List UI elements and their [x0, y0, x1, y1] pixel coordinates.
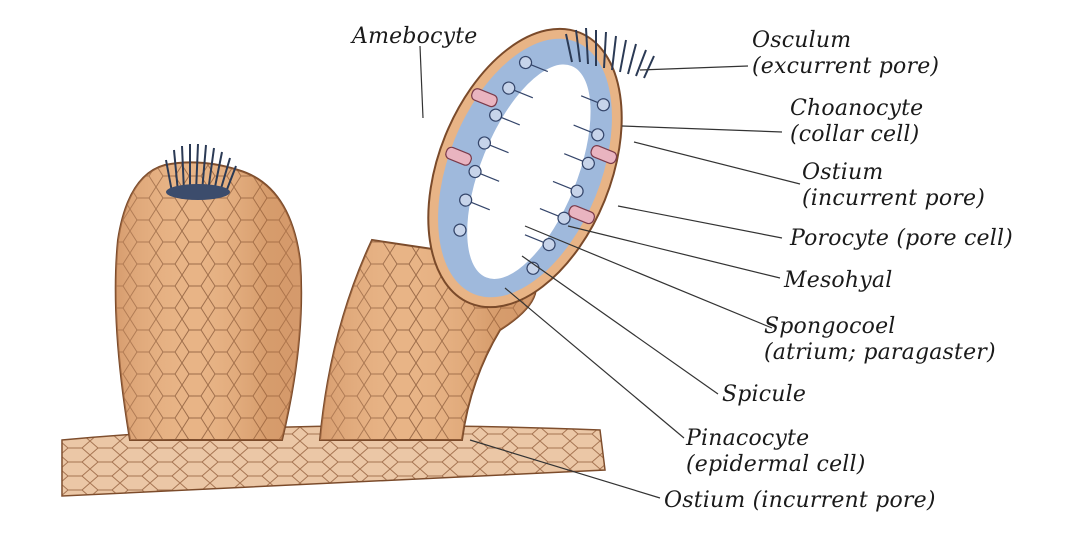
label-osculum-sub: (excurrent pore): [752, 54, 939, 80]
label-choanocyte-sub: (collar cell): [790, 122, 923, 148]
label-spongocoel-sub: (atrium; paragaster): [764, 340, 996, 366]
label-ostium-name: Ostium: [802, 160, 985, 186]
label-ostium: Ostium (incurrent pore): [802, 160, 985, 212]
label-osculum-name: Osculum: [752, 28, 939, 54]
small-sponge-body: [116, 144, 301, 440]
label-spongocoel: Spongocoel (atrium; paragaster): [764, 314, 996, 366]
label-osculum: Osculum (excurrent pore): [752, 28, 939, 80]
label-choanocyte-name: Choanocyte: [790, 96, 923, 122]
label-pinacocyte-name: Pinacocyte: [686, 426, 866, 452]
label-pinacocyte: Pinacocyte (epidermal cell): [686, 426, 866, 478]
label-spongocoel-name: Spongocoel: [764, 314, 996, 340]
label-porocyte: Porocyte (pore cell): [790, 226, 1013, 252]
label-amebocyte: Amebocyte: [352, 24, 478, 50]
label-ostium-sub: (incurrent pore): [802, 186, 985, 212]
label-pinacocyte-sub: (epidermal cell): [686, 452, 866, 478]
label-mesohyal: Mesohyal: [784, 268, 892, 294]
label-spicule: Spicule: [722, 382, 806, 408]
label-ostium-bottom: Ostium (incurrent pore): [664, 488, 936, 514]
label-choanocyte: Choanocyte (collar cell): [790, 96, 923, 148]
